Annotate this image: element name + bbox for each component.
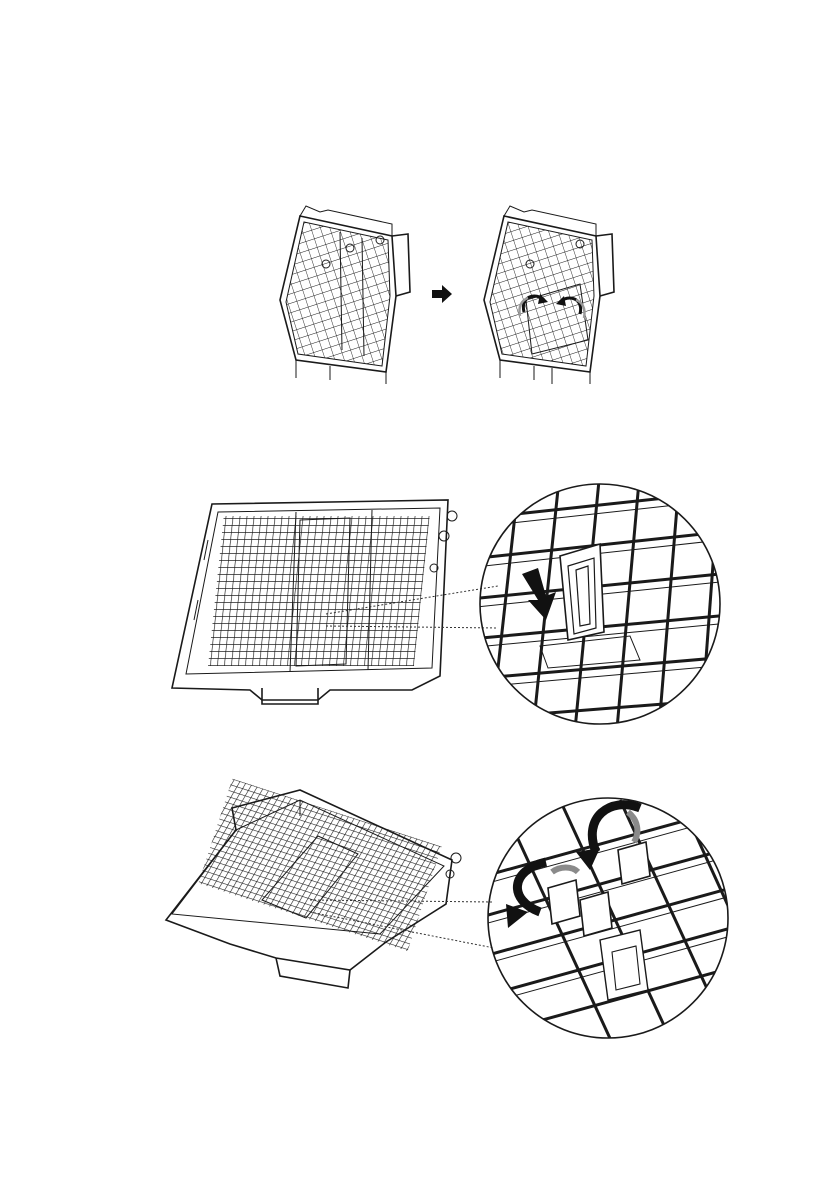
cutlery-tray-angled-view [166, 779, 461, 988]
cutlery-basket-folded [280, 206, 410, 384]
cutlery-tray-top-view [172, 500, 457, 704]
detail-press-clip [460, 470, 740, 740]
cutlery-basket-opened [484, 206, 614, 384]
detail-flip-supports [470, 798, 780, 1060]
arrow-right-icon [432, 285, 452, 303]
